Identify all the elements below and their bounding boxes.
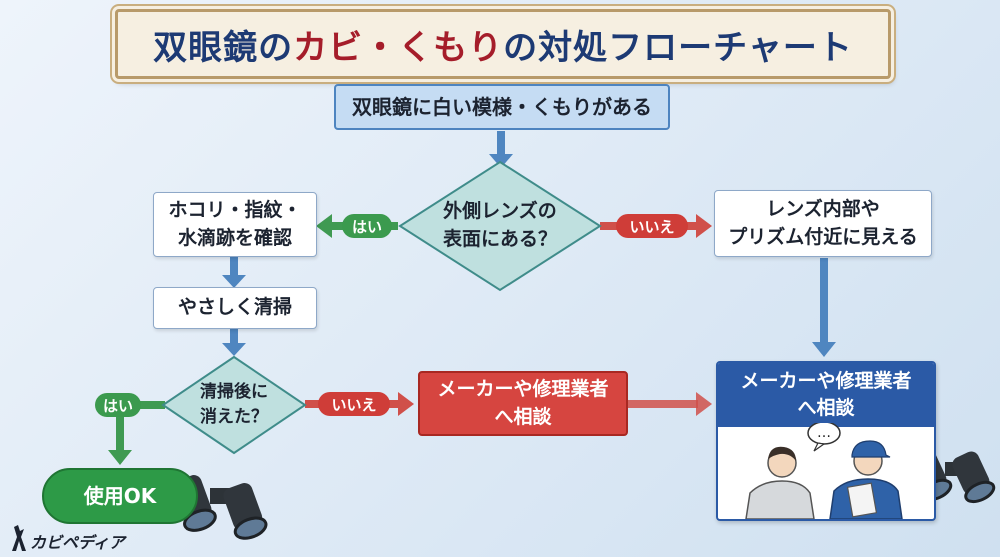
arrow-check-to-clean	[222, 257, 246, 288]
consult-manufacturer-blue-card: メーカーや修理業者 へ相談 …	[716, 361, 936, 521]
kabipedia-logo: カビペディア	[6, 523, 125, 553]
title-banner: 双眼鏡のカビ・くもりの対処フローチャート	[115, 9, 891, 79]
title-part-2: カビ・くもり	[293, 27, 504, 68]
technician-person-icon	[829, 440, 903, 519]
decision1-label: 外側レンズの 表面にある？	[442, 200, 557, 250]
title-part-3: の対処フローチャート	[503, 27, 853, 68]
arrow-inside-to-consult	[812, 258, 836, 357]
consultation-illustration: …	[745, 423, 903, 519]
logo-figure-icon	[12, 525, 26, 551]
start-box: 双眼鏡に白い模様・くもりがある	[334, 84, 670, 130]
decision2-label: 清掃後に 消えた？	[200, 382, 268, 427]
arrow-decision2-yes	[108, 401, 165, 465]
decision2-diamond	[161, 355, 307, 455]
decision1-no-label: いいえ	[616, 214, 688, 238]
gentle-clean-box: やさしく清掃	[153, 287, 317, 329]
arrow-start-to-decision1	[489, 131, 513, 168]
consult-manufacturer-red-box: メーカーや修理業者 へ相談	[418, 371, 628, 436]
logo-text: カビペディア	[30, 533, 125, 552]
decision1-yes-label: はい	[342, 214, 392, 238]
customer-person-icon	[745, 446, 815, 519]
speech-bubble-icon: …	[807, 423, 841, 452]
decision2-no-label: いいえ	[318, 392, 390, 416]
check-dust-box: ホコリ・指紋・ 水滴跡を確認	[153, 192, 317, 257]
speech-bubble-text: …	[817, 425, 831, 441]
consult-blue-heading: メーカーや修理業者 へ相談	[718, 363, 934, 428]
title-part-1: 双眼鏡の	[153, 27, 294, 68]
use-ok-box: 使用OK	[42, 468, 198, 524]
decision2-yes-label: はい	[95, 393, 141, 417]
inside-lens-box: レンズ内部や プリズム付近に見える	[714, 190, 932, 257]
decision1-diamond	[398, 160, 602, 292]
arrow-consult-to-consult	[628, 392, 712, 416]
arrow-clean-to-decision2	[222, 329, 246, 356]
